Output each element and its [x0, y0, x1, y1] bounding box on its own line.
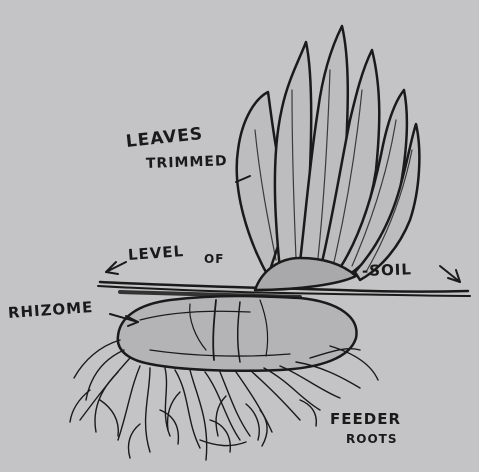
label-of: OF [204, 252, 224, 266]
label-feeder-line2: ROOTS [346, 432, 397, 446]
label-leaves-line2: TRIMMED [146, 153, 228, 172]
label-feeder-line1: FEEDER [330, 410, 401, 428]
trimmed-leaves [237, 26, 420, 280]
label-soil: -SOIL [362, 260, 413, 280]
